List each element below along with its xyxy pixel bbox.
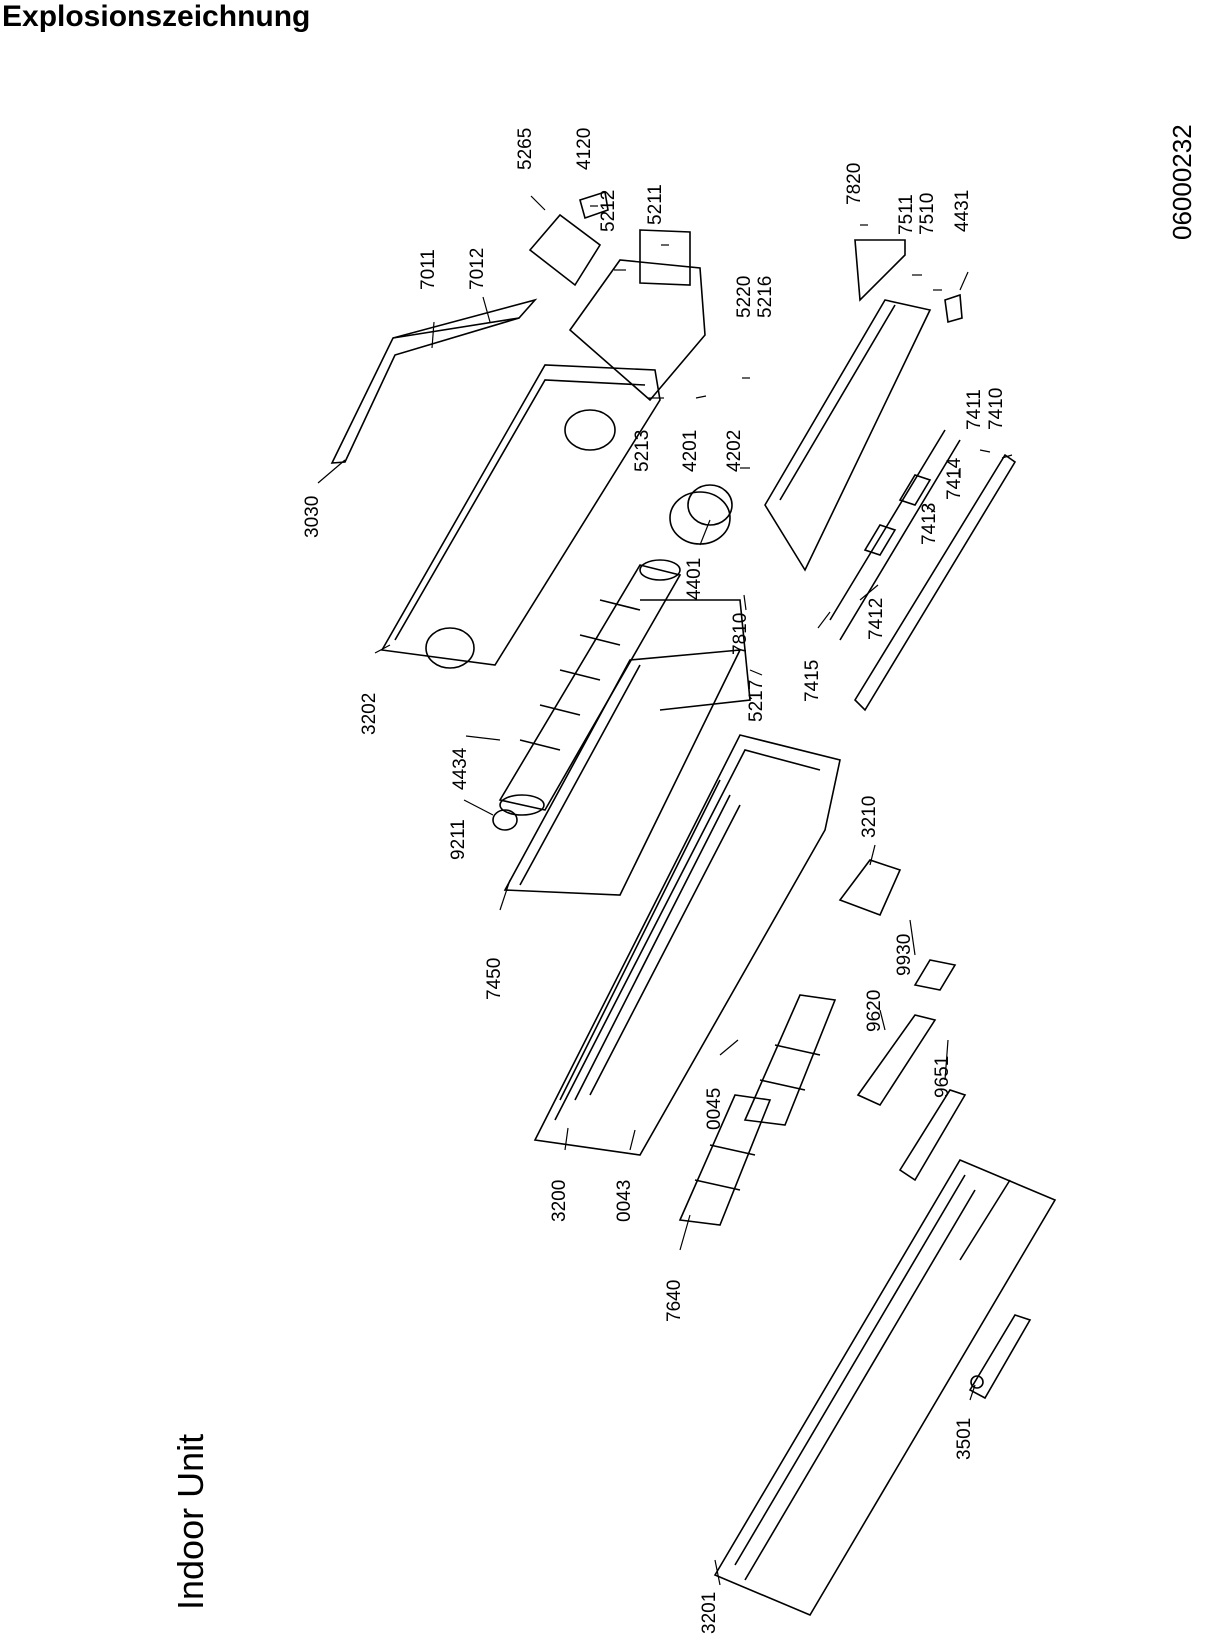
part-label-7511: 7511 <box>896 194 917 235</box>
display-holder <box>856 1014 937 1107</box>
part-label-4401: 4401 <box>684 558 705 600</box>
part-label-7510: 7510 <box>917 193 938 235</box>
part-label-3201: 3201 <box>699 1592 720 1634</box>
display-board <box>913 959 957 991</box>
page-title: Explosionszeichnung <box>2 0 311 33</box>
part-label-3200: 3200 <box>549 1180 570 1222</box>
part-label-7411: 7411 <box>964 389 985 430</box>
chassis <box>380 364 661 669</box>
part-label-7820: 7820 <box>844 163 865 205</box>
electrical-box-cover <box>838 859 902 917</box>
drain-pan <box>764 239 963 572</box>
part-label-7012: 7012 <box>467 248 488 290</box>
part-label-7640: 7640 <box>664 1280 685 1322</box>
part-label-7011: 7011 <box>418 249 439 290</box>
part-label-3030: 3030 <box>302 496 323 538</box>
part-label-3210: 3210 <box>859 796 880 838</box>
part-label-7414: 7414 <box>944 457 965 500</box>
louver-assembly <box>829 429 1017 712</box>
part-label-7412: 7412 <box>866 598 887 640</box>
part-label-5216: 5216 <box>755 276 776 318</box>
part-label-9620: 9620 <box>864 990 885 1032</box>
part-label-0043: 0043 <box>614 1180 635 1222</box>
part-label-3202: 3202 <box>359 693 380 735</box>
part-label-5220: 5220 <box>734 276 755 318</box>
part-label-4202: 4202 <box>724 430 745 472</box>
front-frame <box>533 734 841 1156</box>
part-label-7413: 7413 <box>919 503 940 545</box>
part-label-7410: 7410 <box>986 388 1007 430</box>
part-label-4431: 4431 <box>952 190 973 232</box>
part-label-0045: 0045 <box>704 1088 725 1130</box>
part-label-5265: 5265 <box>515 128 536 170</box>
part-label-5212: 5212 <box>598 190 619 232</box>
air-filter-lower <box>678 1094 772 1226</box>
part-label-9211: 9211 <box>448 819 469 860</box>
part-label-4434: 4434 <box>450 747 471 790</box>
display-panel <box>898 1089 967 1182</box>
evaporator-coil <box>503 599 751 896</box>
part-label-7415: 7415 <box>802 660 823 702</box>
mounting-plate <box>330 298 538 464</box>
front-panel <box>713 1158 1057 1617</box>
part-label-9930: 9930 <box>894 934 915 976</box>
part-label-7810: 7810 <box>730 613 751 655</box>
part-label-5217: 5217 <box>746 680 767 722</box>
part-label-5213: 5213 <box>632 430 653 472</box>
control-box <box>528 190 706 402</box>
part-label-5211: 5211 <box>645 184 666 225</box>
cross-flow-fan <box>492 559 682 831</box>
part-label-4120: 4120 <box>574 128 595 170</box>
part-label-3501: 3501 <box>954 1418 975 1460</box>
part-label-4201: 4201 <box>680 430 701 472</box>
display-window <box>968 1314 1032 1400</box>
part-label-7450: 7450 <box>484 958 505 1000</box>
air-filter-upper <box>743 994 837 1126</box>
fan-motor <box>669 484 733 545</box>
part-label-9651: 9651 <box>932 1056 953 1098</box>
